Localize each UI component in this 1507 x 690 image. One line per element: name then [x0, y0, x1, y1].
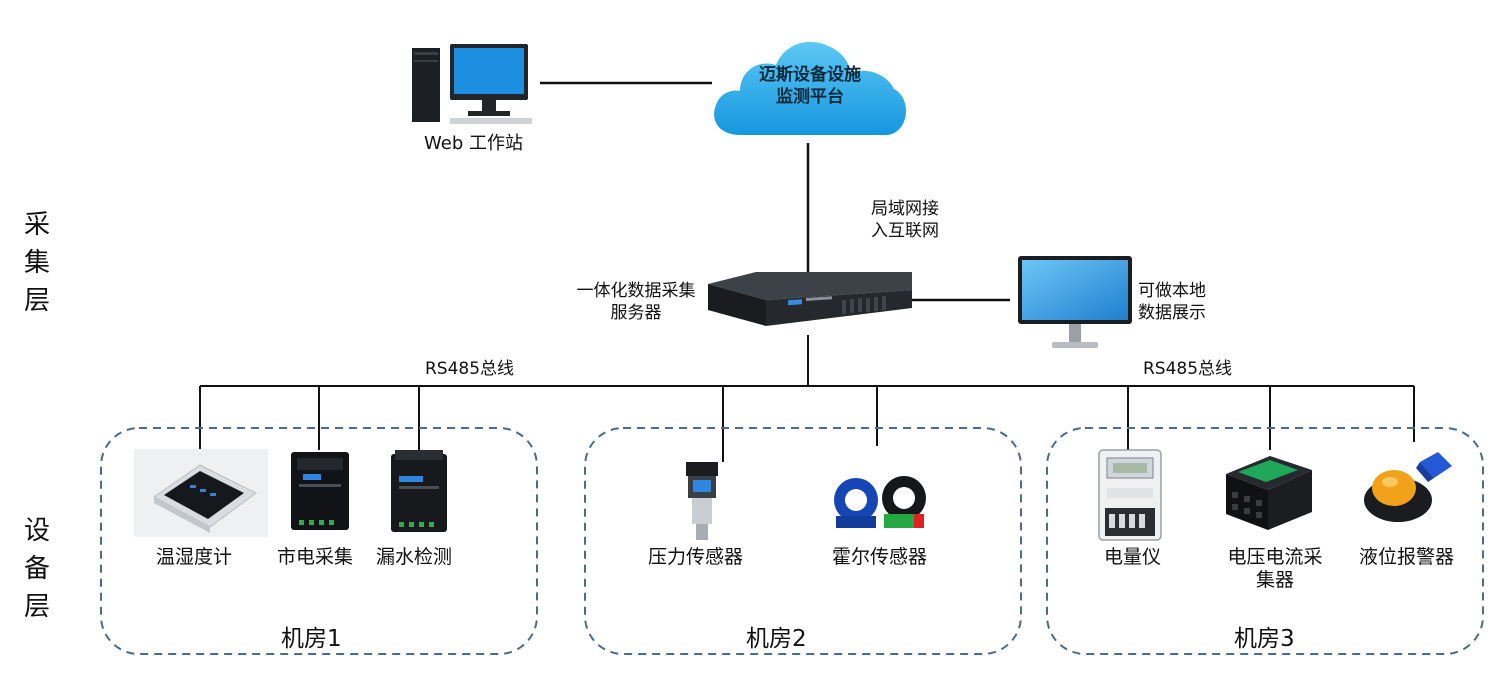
mains-collector-icon — [291, 452, 349, 530]
room1-boundary — [100, 427, 538, 655]
server-icon — [708, 272, 912, 326]
display-line-2: 数据展示 — [1138, 303, 1206, 324]
display-label: 可做本地 数据展示 — [1138, 280, 1228, 324]
bus-label-right: RS485总线 — [1143, 359, 1233, 379]
room3-label: 机房3 — [1234, 626, 1295, 652]
lan-note-line-2: 入互联网 — [871, 221, 939, 242]
workstation-icon — [412, 44, 532, 124]
room2-boundary — [584, 427, 1022, 655]
room3-boundary — [1046, 427, 1484, 655]
layer-label-device: 设备层 — [23, 516, 50, 622]
device-label-level-alarm: 液位报警器 — [1359, 546, 1455, 568]
server-label: 一体化数据采集 服务器 — [568, 280, 704, 324]
server-line-1: 一体化数据采集 — [576, 281, 696, 301]
pressure-sensor-icon — [686, 462, 718, 540]
workstation-label: Web 工作站 — [424, 133, 523, 154]
device-label-power-meter: 电量仪 — [1104, 546, 1162, 568]
device-label-pressure: 压力传感器 — [648, 546, 744, 568]
leak-detector-icon — [391, 450, 447, 532]
liquid-level-alarm-icon — [1364, 452, 1452, 522]
cloud-line-2: 监测平台 — [776, 87, 844, 108]
device-label-hall: 霍尔传感器 — [832, 546, 928, 568]
cloud-platform-label: 迈斯设备设施 监测平台 — [740, 64, 880, 108]
server-line-2: 服务器 — [610, 303, 662, 324]
device-label-vi-collector: 电压电流采集器 — [1227, 546, 1323, 591]
display-monitor-icon — [1018, 256, 1132, 348]
voltage-current-collector-icon — [1226, 456, 1312, 530]
cloud-line-1: 迈斯设备设施 — [759, 65, 861, 85]
device-label-leak: 漏水检测 — [376, 546, 453, 568]
room2-label: 机房2 — [746, 626, 807, 652]
bus-label-left: RS485总线 — [425, 359, 515, 379]
device-label-mains: 市电采集 — [277, 546, 354, 568]
hall-sensor-icon — [834, 476, 926, 528]
layer-label-collect: 采集层 — [23, 210, 50, 316]
lan-note: 局域网接 入互联网 — [860, 198, 950, 242]
power-meter-icon — [1098, 449, 1162, 541]
room1-label: 机房1 — [281, 626, 342, 652]
device-label-thermohygrometer: 温湿度计 — [156, 546, 233, 568]
lan-note-line-1: 局域网接 — [871, 199, 939, 219]
display-line-1: 可做本地 — [1138, 281, 1206, 301]
cloud-icon — [714, 41, 906, 136]
thermohygrometer-icon — [134, 449, 268, 537]
